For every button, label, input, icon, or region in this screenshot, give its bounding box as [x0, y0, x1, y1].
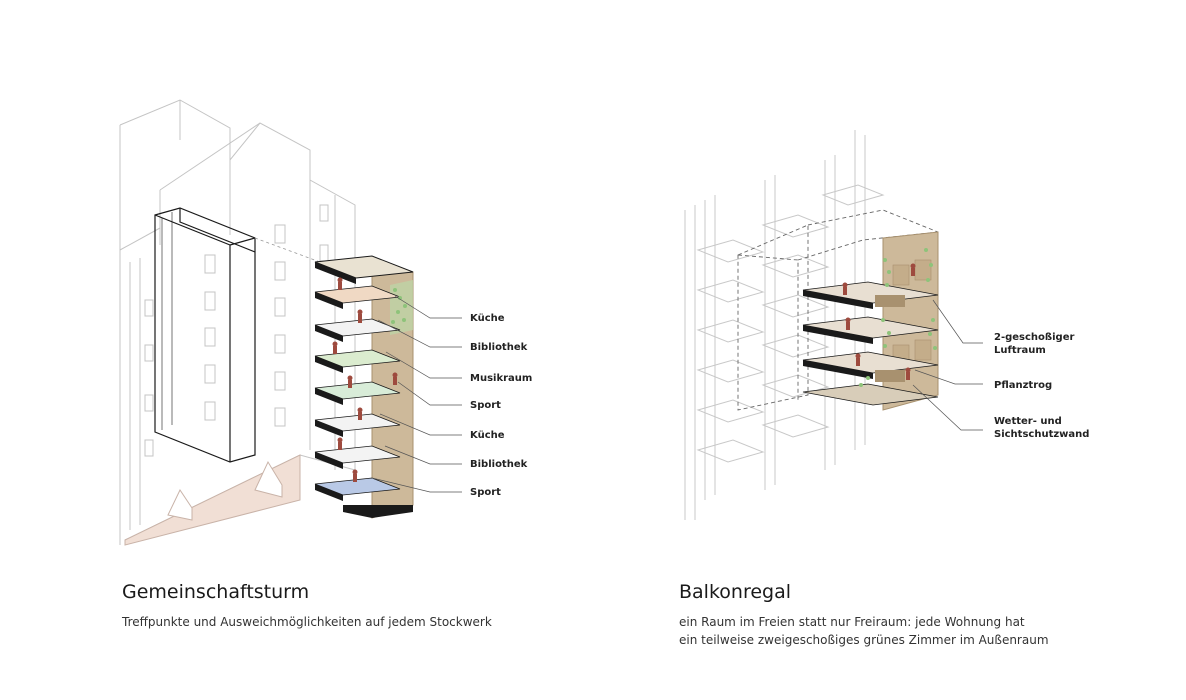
label-luftraum-line1: 2-geschoßiger — [994, 332, 1074, 343]
drawing-balkonregal: 2-geschoßiger Luftraum Pflanztrog Wetter… — [684, 130, 1089, 520]
balcony-leader-lines — [912, 299, 983, 431]
label-sport-2: Sport — [470, 487, 501, 498]
people-figures — [332, 277, 398, 482]
plant-wall — [391, 288, 407, 324]
label-luftraum-line2: Luftraum — [994, 345, 1046, 356]
drawing-gemeinschaftsturm: Küche Bibliothek Musikraum Sport Küche B… — [119, 99, 532, 546]
tower-outline-marker — [154, 207, 256, 463]
panel-title-left: Gemeinschaftsturm — [122, 581, 310, 603]
label-kueche-1: Küche — [470, 313, 505, 324]
balcony-people — [842, 263, 916, 380]
balcony-shelf — [802, 231, 939, 411]
floor-slabs — [314, 255, 414, 518]
label-bibliothek-1: Bibliothek — [470, 342, 528, 353]
label-schutzwand-line2: Sichtschutzwand — [994, 429, 1089, 440]
panel-gemeinschaftsturm: Küche Bibliothek Musikraum Sport Küche B… — [119, 99, 532, 629]
label-schutzwand-line1: Wetter- und — [994, 416, 1062, 427]
panel-balkonregal: 2-geschoßiger Luftraum Pflanztrog Wetter… — [593, 0, 1186, 700]
plant-screens — [859, 248, 937, 387]
community-tower — [314, 255, 414, 519]
background-facade — [684, 130, 885, 520]
tower-labels: Küche Bibliothek Musikraum Sport Küche B… — [470, 313, 532, 498]
building-windows — [144, 204, 329, 457]
leader-lines — [371, 295, 462, 493]
label-sport-1: Sport — [470, 400, 501, 411]
panel-subtitle-right-line1: ein Raum im Freien statt nur Freiraum: j… — [679, 615, 1025, 629]
panel-subtitle-right-line2: ein teilweise zweigeschoßiges grünes Zim… — [679, 633, 1049, 647]
panel-subtitle-left: Treffpunkte und Ausweichmöglichkeiten au… — [122, 615, 492, 629]
label-bibliothek-2: Bibliothek — [470, 459, 528, 470]
balcony-labels: 2-geschoßiger Luftraum Pflanztrog Wetter… — [994, 332, 1089, 440]
label-pflanztrog: Pflanztrog — [994, 380, 1052, 391]
label-musikraum: Musikraum — [470, 373, 532, 384]
label-kueche-2: Küche — [470, 430, 505, 441]
panel-title-right: Balkonregal — [679, 581, 792, 603]
building-base — [124, 454, 301, 546]
